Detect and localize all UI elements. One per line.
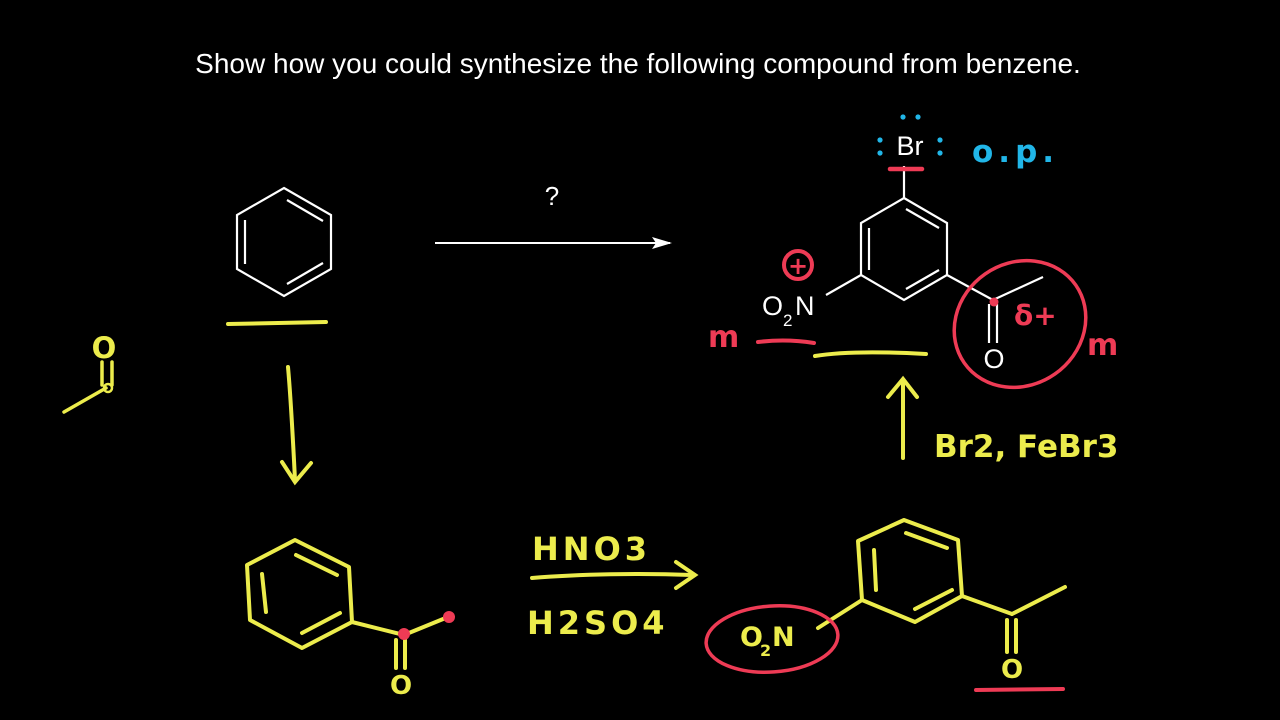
acetophenone-double-bond — [294, 553, 339, 577]
nitroacetophenone-double-bond — [872, 548, 878, 592]
benzene-structure — [235, 186, 333, 298]
target-underline — [813, 350, 928, 358]
problem-title: Show how you could synthesize the follow… — [195, 48, 1081, 79]
acetyl-group-circle — [952, 258, 1088, 390]
bromination-reagents: Br2, FeBr3 — [934, 429, 1119, 465]
nitroacetophenone-acyl-bond — [960, 594, 1014, 616]
benzene-double-bond — [286, 199, 324, 222]
acetophenone-methyl-bond — [402, 615, 450, 637]
meta-director-label-right: m — [1087, 328, 1118, 363]
target-double-bond — [905, 269, 940, 290]
acetophenone-carbonyl-o: O — [390, 671, 412, 701]
nitroacetophenone-double-bond — [913, 588, 954, 611]
acetophenone-ring — [245, 538, 354, 650]
carbonyl-carbon-dot — [398, 628, 410, 640]
bromination-arrow — [886, 375, 919, 460]
meta-director-label-left: m — [708, 320, 739, 355]
acetophenone-structure — [245, 538, 450, 670]
product-underline — [974, 687, 1065, 692]
methyl-bond — [992, 276, 1044, 301]
benzene-underline — [226, 320, 328, 326]
nitro-n-label: N — [772, 622, 795, 653]
question-mark: ? — [545, 181, 559, 211]
nitroacetophenone-structure — [816, 518, 1067, 654]
benzene-ring — [235, 186, 333, 298]
nitroacetophenone-carbonyl-o: O — [1001, 655, 1023, 685]
nitro-o-label: O — [740, 622, 763, 653]
nitroacetophenone-methyl-bond — [1010, 585, 1067, 616]
bromine-label: Br — [897, 131, 924, 161]
carbonyl-carbon-dot — [989, 297, 999, 307]
ortho-para-director-label: o.p. — [972, 134, 1059, 170]
nitro-subscript: 2 — [760, 641, 771, 660]
acetyl-fragment-sketch — [62, 360, 114, 414]
nitroacetophenone-nitro-bond — [816, 598, 864, 630]
unknown-reaction-arrow — [435, 237, 672, 249]
nitro-o-label: O — [762, 291, 783, 321]
target-double-bond — [905, 208, 940, 229]
nitration-reagent-bottom: H2SO4 — [527, 604, 669, 642]
methyl-carbon-dot — [443, 611, 455, 623]
nitroacetophenone-double-bond — [904, 531, 949, 550]
nitroacetophenone-nitro-label: O 2 N — [740, 622, 795, 660]
partial-positive-label: δ+ — [1014, 299, 1057, 332]
target-ring — [859, 196, 949, 302]
acetyl-fragment-o: O — [92, 331, 117, 365]
nitration-arrow — [530, 560, 699, 590]
acetophenone-double-bond — [260, 572, 268, 614]
nitro-bond — [825, 274, 862, 296]
positive-charge-sign: + — [788, 252, 808, 280]
nitro-n-label: N — [795, 291, 815, 321]
nitro-group-label: O 2 N — [762, 291, 815, 330]
acetophenone-double-bond — [300, 611, 342, 635]
nitro-group-circle — [704, 604, 840, 674]
positive-charge-circle: + — [782, 249, 814, 281]
nitro-underline — [756, 338, 816, 345]
acetophenone-acyl-bond — [350, 620, 406, 637]
nitro-subscript: 2 — [783, 311, 792, 330]
nitration-reagent-top: HNO3 — [532, 530, 651, 568]
target-molecule — [825, 166, 1044, 343]
carbonyl-o-label: O — [983, 344, 1004, 374]
acylation-arrow — [280, 365, 313, 486]
benzene-double-bond — [286, 262, 324, 285]
bromine-lone-pairs — [877, 114, 943, 156]
